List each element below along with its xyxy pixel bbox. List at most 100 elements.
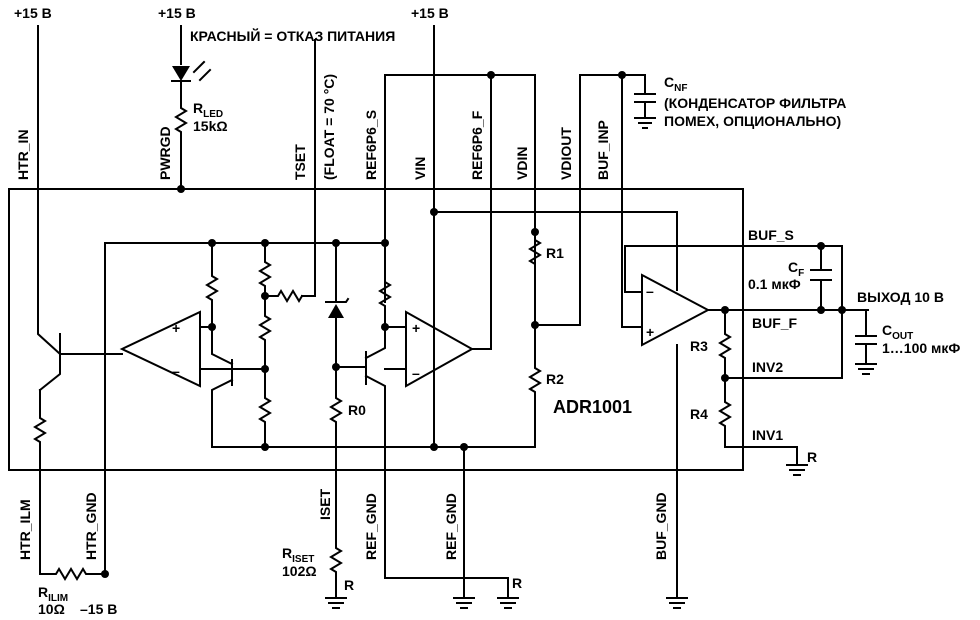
pin-htr-ilm: HTR_ILM	[17, 499, 33, 560]
ref-opamp-plus: +	[412, 320, 420, 336]
divider-r-a	[258, 242, 272, 297]
pin-ref-gnd-2: REF_GND	[443, 493, 459, 560]
ref-gnd-2-ground-icon	[453, 597, 475, 609]
heater-sense-transistor-icon	[211, 326, 234, 448]
rled-name: RLED	[193, 100, 223, 120]
vdin-top-wire	[384, 74, 536, 311]
vdiout-wire	[534, 74, 581, 326]
r2-label: R2	[546, 371, 564, 387]
ref-opamp-minus: –	[412, 365, 420, 381]
pin-buf-inp: BUF_INP	[595, 120, 611, 180]
neg-supply-label: –15 В	[80, 601, 117, 617]
pin-vdiout: VDIOUT	[558, 127, 574, 180]
iset-ground-label: R	[344, 577, 354, 593]
ref-opamp-icon	[405, 310, 475, 388]
tset-resistor	[264, 289, 304, 303]
heater-transistor-icon	[38, 333, 61, 392]
buffer-opamp-icon	[641, 273, 711, 347]
ref-gnd-1-ground-icon	[497, 597, 519, 609]
htr-in-wire	[37, 25, 62, 356]
riset-name: RISET	[282, 545, 314, 565]
buf-s-feedback-wire	[624, 245, 843, 311]
cout-capacitor-ground-icon	[855, 309, 877, 375]
r1-resistor	[528, 231, 542, 326]
divider-r-c	[258, 368, 272, 448]
ref-transistor-icon	[364, 326, 386, 579]
riset-resistor	[329, 469, 343, 599]
heater-opamp-minus: –	[172, 363, 180, 379]
cnf-capacitor-ground-icon	[634, 93, 656, 129]
cnf-note-1: (КОНДЕНСАТОР ФИЛЬТРА	[664, 95, 846, 111]
r4-inv1-wire	[718, 377, 798, 466]
pin-vdin: VDIN	[514, 147, 530, 180]
cf-name: CF	[788, 259, 804, 279]
pin-ref6p6-f: REF6P6_F	[469, 110, 485, 180]
pin-htr-gnd: HTR_GND	[83, 492, 99, 560]
supply-left-label: +15 В	[14, 5, 52, 21]
tset-wire	[301, 39, 316, 297]
rilim-resistor	[39, 567, 106, 581]
rail-node-4	[381, 239, 389, 247]
bottom-node-2	[430, 443, 438, 451]
rled-resistor	[174, 80, 188, 190]
pin-vin: VIN	[412, 157, 428, 180]
pin-iset: ISET	[317, 488, 333, 520]
neg-supply-node	[101, 570, 109, 578]
heater-opamp-icon	[119, 310, 201, 388]
r4-label: R4	[690, 406, 708, 422]
iset-ground-icon	[325, 597, 347, 609]
zener-diode-icon	[328, 304, 344, 318]
pin-buf-gnd: BUF_GND	[653, 492, 669, 560]
r1-label: R1	[546, 245, 564, 261]
pin-ref6p6-s: REF6P6_S	[363, 110, 379, 180]
led-label: КРАСНЫЙ = ОТКАЗ ПИТАНИЯ	[190, 27, 395, 44]
pwrgd-node	[177, 185, 185, 193]
r2-resistor	[528, 324, 542, 448]
heater-bias-resistor	[205, 242, 219, 328]
inv2-wire	[724, 309, 843, 379]
inv1-ground-label: R	[807, 449, 817, 465]
cnf-name: CNF	[664, 74, 687, 94]
pin-tset: TSET	[292, 144, 308, 180]
divider-r-b	[258, 295, 272, 370]
ref-gnd-1-wire	[384, 577, 509, 599]
rilim-name: RILIM	[38, 584, 68, 604]
pin-inv2: INV2	[752, 359, 783, 375]
cout-value: 1…100 мкФ	[882, 340, 960, 356]
buffer-opamp-minus: –	[646, 283, 654, 299]
r3-label: R3	[690, 338, 708, 354]
cf-value: 0.1 мкФ	[748, 276, 801, 292]
pin-buf-s: BUF_S	[748, 227, 794, 243]
chip-outline	[8, 188, 744, 471]
r0-resistor	[329, 366, 343, 471]
bottom-node-1	[261, 443, 269, 451]
r0-label: R0	[348, 402, 366, 418]
supply-led-label: +15 В	[158, 5, 196, 21]
ref6p6-f-wire	[471, 74, 492, 350]
vdin-node	[531, 228, 539, 236]
buf-gnd-ground-icon	[666, 597, 688, 609]
r3-resistor	[718, 309, 732, 379]
pin-inv1: INV1	[752, 427, 783, 443]
led-icon	[172, 66, 190, 81]
rilim-value: 10Ω	[38, 601, 65, 617]
rled-value: 15kΩ	[193, 118, 228, 134]
zener-bar	[325, 297, 350, 303]
heater-resistor	[33, 389, 47, 571]
cf-capacitor-icon	[810, 245, 832, 311]
heater-opamp-plus: +	[172, 320, 180, 336]
led-light-arrows-icon	[192, 60, 212, 82]
buf-inp-wire	[621, 74, 643, 328]
ref-bias-resistor	[378, 280, 392, 328]
inv1-ground-icon	[786, 464, 808, 476]
pin-pwrgd: PWRGD	[157, 126, 173, 180]
cnf-top-wire	[579, 74, 646, 95]
output-label: ВЫХОД 10 В	[857, 289, 944, 305]
ref-ground-label: R	[512, 575, 522, 591]
cnf-note-2: ПОМЕХ, ОПЦИОНАЛЬНО)	[664, 113, 841, 129]
pin-htr-in: HTR_IN	[15, 129, 31, 180]
cout-name: COUT	[882, 322, 913, 342]
pin-buf-f: BUF_F	[752, 315, 798, 331]
